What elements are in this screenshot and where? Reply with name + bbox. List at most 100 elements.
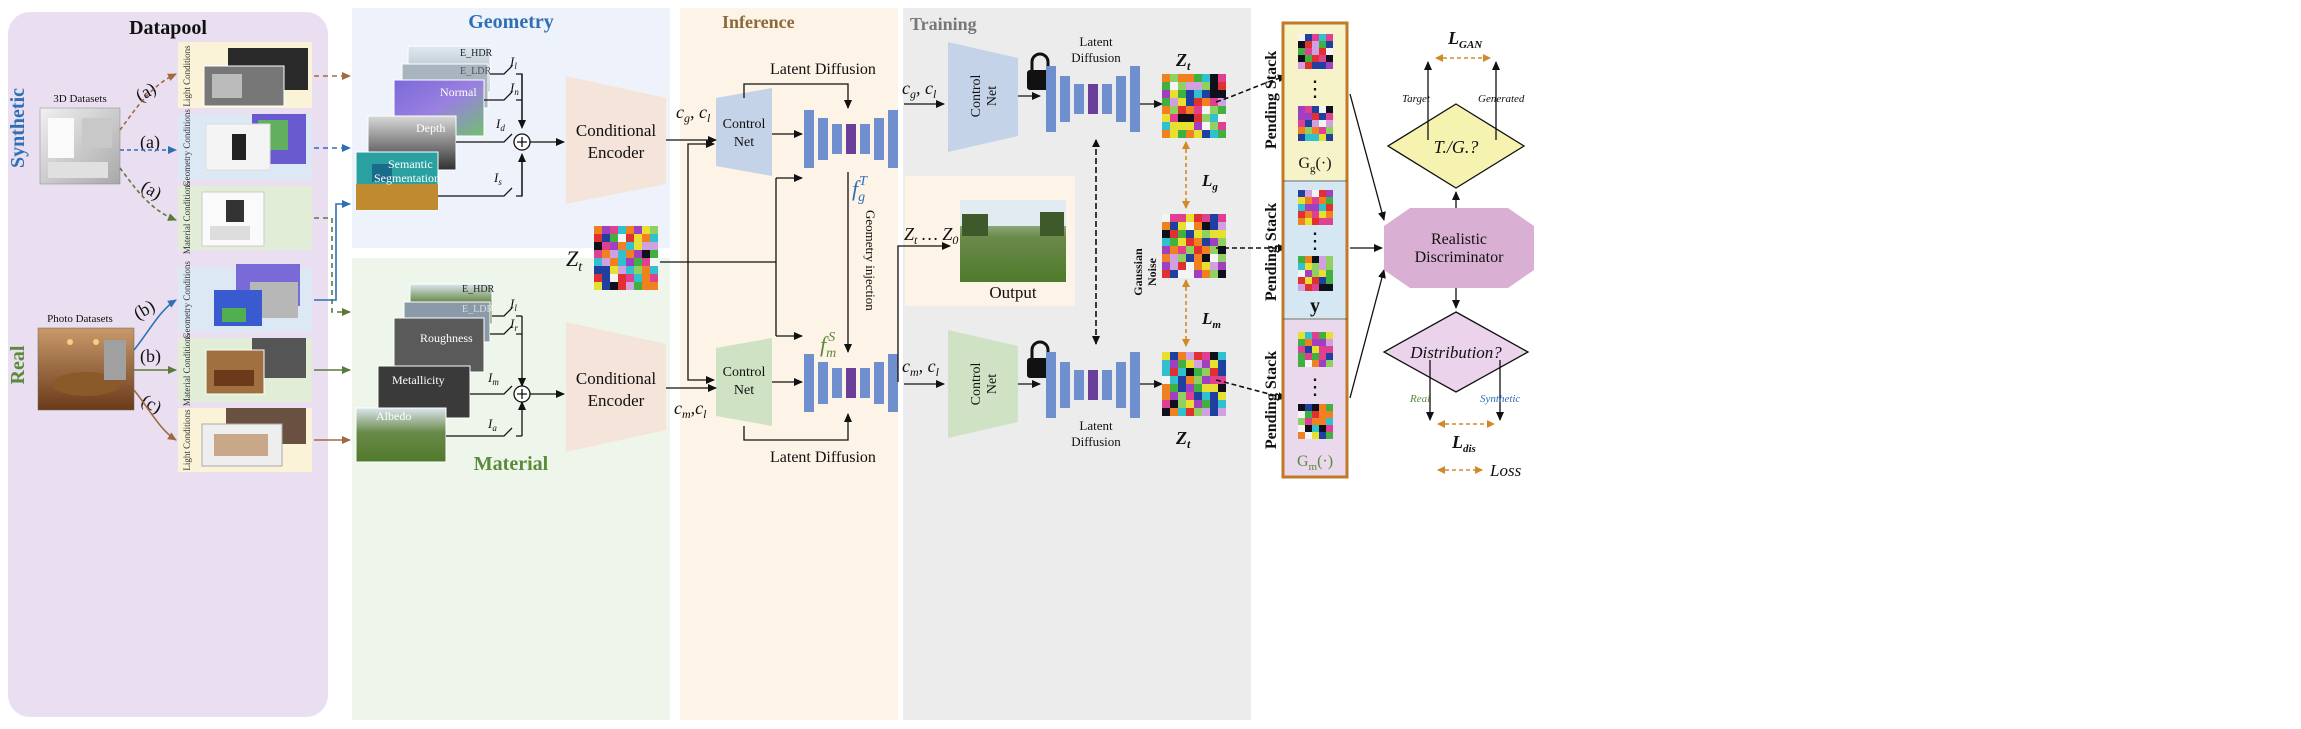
noise-pixel — [1312, 34, 1319, 41]
noise-pixel — [642, 258, 650, 266]
noise-pixel — [1305, 277, 1312, 284]
noise-pixel — [610, 226, 618, 234]
noise-pixel — [610, 274, 618, 282]
loss-lm-label: Lm — [1201, 309, 1221, 331]
material-layer-albedo: Albedo — [376, 409, 411, 423]
noise-pixel — [1210, 230, 1218, 238]
cond-material-label-1: Material Conditions — [182, 181, 192, 254]
noise-pixel — [618, 242, 626, 250]
noise-pixel — [1312, 263, 1319, 270]
noise-pixel — [634, 226, 642, 234]
noise-pixel — [1218, 230, 1226, 238]
noise-pixel — [1170, 270, 1178, 278]
noise-pixel — [1298, 190, 1305, 197]
noise-pixel — [1194, 254, 1202, 262]
noise-pixel — [1210, 214, 1218, 222]
noise-pixel — [1312, 332, 1319, 339]
loss-lg-label: Lg — [1201, 171, 1218, 193]
geometry-conditional-encoder — [566, 76, 666, 204]
noise-pixel — [1178, 270, 1186, 278]
noise-pixel — [1162, 262, 1170, 270]
noise-pixel — [1305, 411, 1312, 418]
noise-pixel — [1178, 384, 1186, 392]
noise-pixel — [1162, 368, 1170, 376]
noise-pixel — [1298, 284, 1305, 291]
noise-pixel — [1298, 134, 1305, 141]
noise-pixel — [1186, 262, 1194, 270]
noise-pixel — [1210, 376, 1218, 384]
noise-pixel — [642, 242, 650, 250]
noise-pixel — [1186, 122, 1194, 130]
stack-tile — [1298, 256, 1333, 291]
noise-pixel — [1312, 204, 1319, 211]
material-layer-stack — [355, 283, 493, 463]
noise-pixel — [1194, 392, 1202, 400]
noise-pixel — [626, 250, 634, 258]
noise-pixel — [1162, 90, 1170, 98]
noise-pixel — [1194, 106, 1202, 114]
noise-pixel — [1202, 384, 1210, 392]
noise-pixel — [1178, 122, 1186, 130]
noise-pixel — [1298, 346, 1305, 353]
noise-pixel — [1170, 408, 1178, 416]
noise-pixel — [1202, 122, 1210, 130]
noise-pixel — [1186, 352, 1194, 360]
noise-pixel — [1162, 114, 1170, 122]
3d-dataset-image — [39, 107, 121, 185]
cond-material-label-2: Material Conditions — [182, 333, 192, 406]
noise-pixel — [1218, 82, 1226, 90]
noise-pixel — [1162, 408, 1170, 416]
stack-ellipsis-2: ⋮ — [1304, 228, 1326, 253]
arrow-control-top-to-unet — [743, 83, 852, 109]
noise-pixel — [1312, 134, 1319, 141]
noise-pixel — [1202, 82, 1210, 90]
noise-pixel — [1312, 432, 1319, 439]
inference-latent-diffusion-bottom: Latent Diffusion — [770, 449, 876, 466]
noise-pixel — [1312, 48, 1319, 55]
noise-pixel — [602, 250, 610, 258]
noise-pixel — [602, 234, 610, 242]
distribution-diamond — [1382, 311, 1530, 393]
noise-pixel — [1326, 211, 1333, 218]
noise-pixel — [602, 266, 610, 274]
gaussian-noise-label: GaussianNoise — [1131, 248, 1159, 296]
noise-pixel — [1305, 106, 1312, 113]
noise-pixel — [1186, 408, 1194, 416]
arrow-b-geometry — [133, 299, 177, 351]
noise-pixel — [1202, 368, 1210, 376]
noise-pixel — [1326, 353, 1333, 360]
noise-pixel — [1170, 98, 1178, 106]
noise-pixel — [1170, 222, 1178, 230]
noise-pixel — [1170, 254, 1178, 262]
output-label: Output — [989, 283, 1037, 302]
noise-pixel — [1326, 346, 1333, 353]
noise-pixel — [1305, 190, 1312, 197]
noise-pixel — [594, 258, 602, 266]
noise-pixel — [1210, 262, 1218, 270]
noise-pixel — [1210, 90, 1218, 98]
training-control-net-top — [948, 42, 1018, 152]
arrow-noise-to-control-bottom — [687, 262, 715, 384]
arrow-zt-top-to-stack — [1215, 74, 1287, 103]
output-z-sequence: Zt … Z0 — [904, 224, 958, 247]
noise-pixel — [1194, 352, 1202, 360]
noise-pixel — [1326, 270, 1333, 277]
noise-pixel — [602, 258, 610, 266]
noise-pixel — [1298, 404, 1305, 411]
noise-pixel — [1319, 113, 1326, 120]
noise-pixel — [594, 226, 602, 234]
noise-pixel — [1305, 346, 1312, 353]
3d-datasets-label: 3D Datasets — [53, 93, 106, 105]
noise-pixel — [1326, 418, 1333, 425]
noise-pixel — [1194, 368, 1202, 376]
noise-pixel — [1218, 384, 1226, 392]
noise-pixel — [1170, 360, 1178, 368]
noise-pixel — [1170, 400, 1178, 408]
noise-pixel — [1305, 353, 1312, 360]
noise-pixel — [1210, 98, 1218, 106]
noise-pixel — [1319, 55, 1326, 62]
noise-pixel — [1326, 62, 1333, 69]
training-zt-top — [1162, 74, 1226, 138]
noise-pixel — [1298, 120, 1305, 127]
material-conditional-encoder — [566, 322, 666, 452]
